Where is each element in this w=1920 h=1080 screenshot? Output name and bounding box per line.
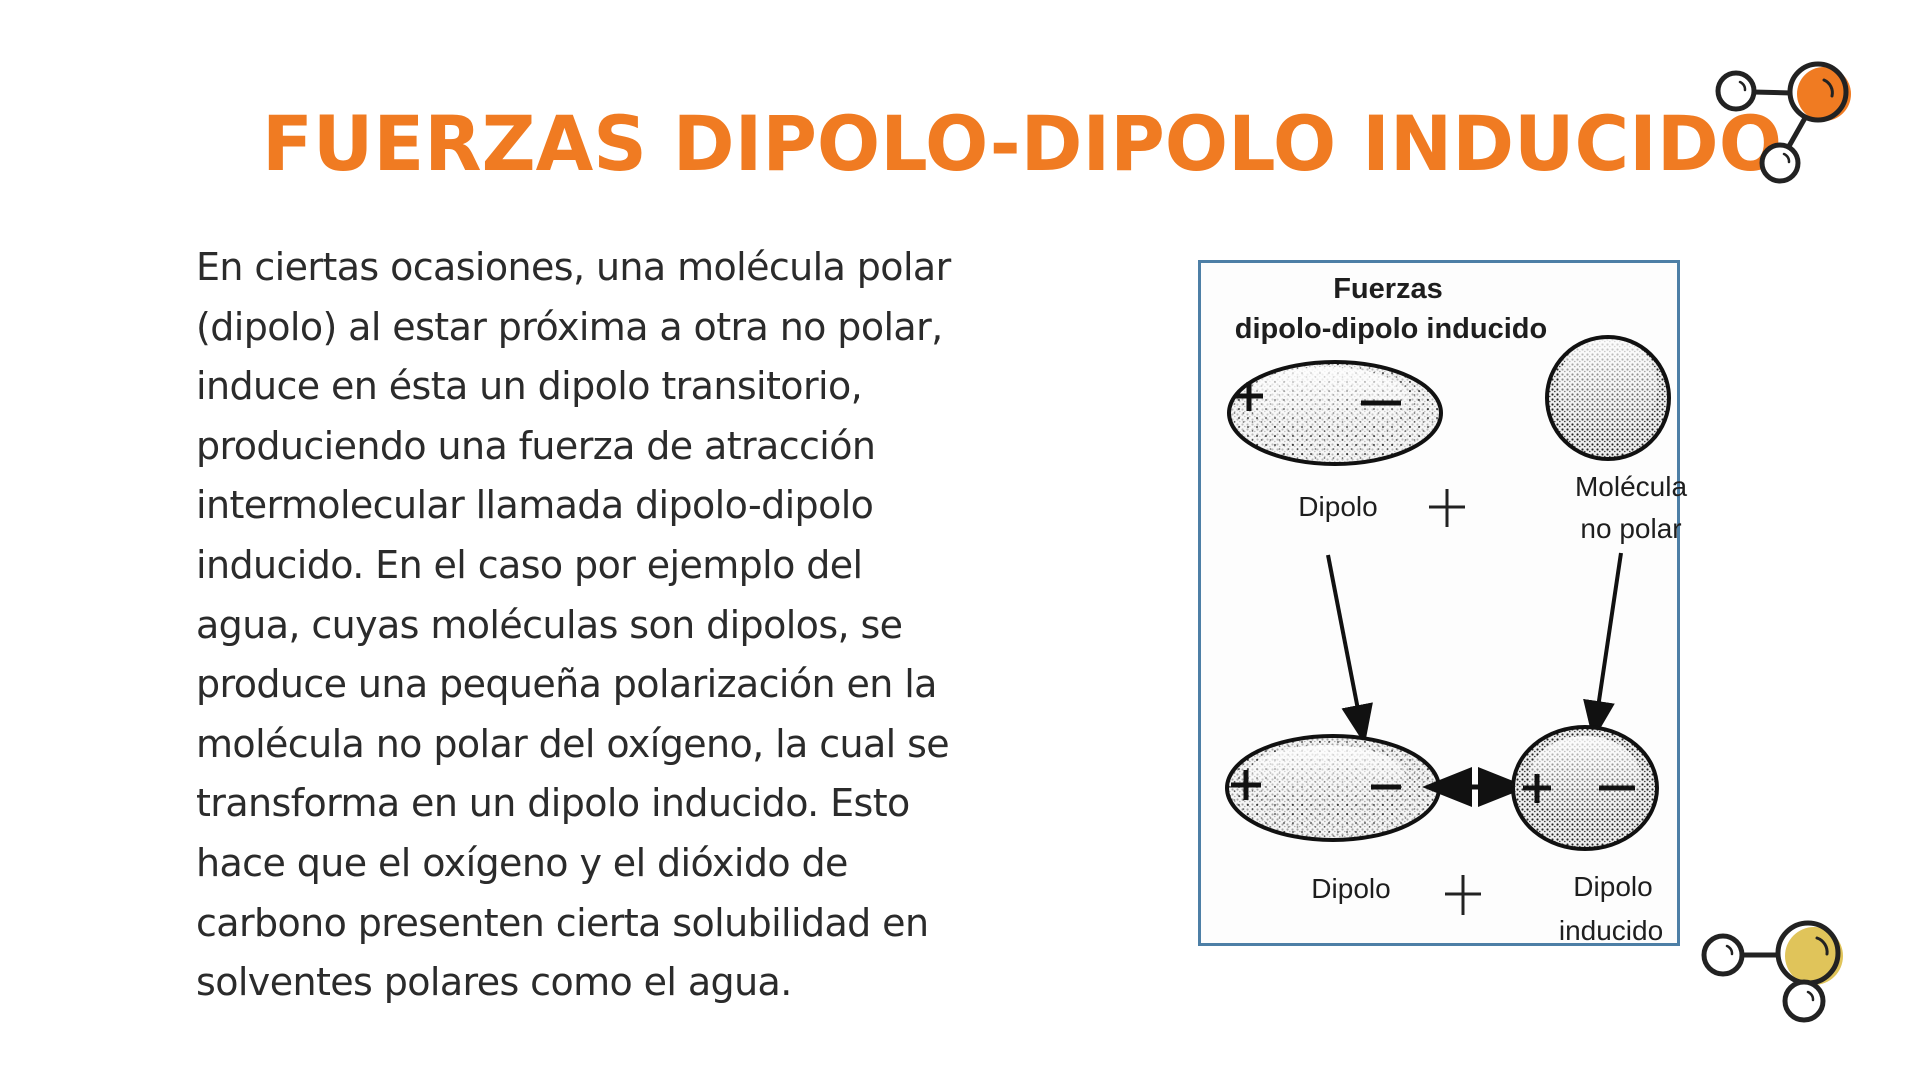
dipole-molecule-bottom (1225, 734, 1441, 842)
body-line: induce en ésta un dipolo transitorio, (196, 364, 863, 409)
diagram-figure: Fuerzas dipolo-dipolo inducido Dipolo Mo… (1198, 260, 1687, 946)
body-line: intermolecular llamada dipolo-dipolo (196, 483, 874, 528)
arrow-down-left (1326, 554, 1373, 745)
dipole-molecule-top (1227, 360, 1443, 466)
body-line: (dipolo) al estar próxima a otra no pola… (196, 304, 943, 349)
body-line: carbono presenten cierta solubilidad en (196, 900, 929, 945)
molecule-icon-yellow (1701, 920, 1843, 1023)
figure-title-line2: dipolo-dipolo inducido (1234, 313, 1548, 345)
label-no-polar: no polar (1580, 513, 1682, 544)
figure-title-line1: Fuerzas (1333, 273, 1443, 305)
label-molecula: Molécula (1574, 471, 1688, 502)
slide-title: FUERZAS DIPOLO-DIPOLO INDUCIDO (262, 99, 1783, 188)
molecule-icon-orange (1715, 61, 1851, 184)
label-dipolo-inducido-line1: Dipolo (1573, 871, 1653, 902)
nonpolar-molecule (1545, 335, 1671, 461)
body-line: hace que el oxígeno y el dióxido de (196, 840, 848, 885)
body-paragraph: En ciertas ocasiones, una molécula polar… (196, 238, 1096, 1013)
body-line: solventes polares como el agua. (196, 960, 792, 1005)
label-dipolo-bottom: Dipolo (1311, 873, 1391, 904)
diagram-drawing (1225, 335, 1671, 915)
body-line: En ciertas ocasiones, una molécula polar (196, 245, 951, 289)
body-line: inducido. En el caso por ejemplo del (196, 542, 863, 587)
body-line: transforma en un dipolo inducido. Esto (196, 781, 910, 826)
arrow-down-right (1583, 552, 1623, 741)
label-dipolo-inducido-line2: inducido (1558, 915, 1664, 946)
body-line: agua, cuyas moléculas son dipolos, se (196, 602, 903, 647)
body-line: produciendo una fuerza de atracción (196, 423, 876, 468)
plus-sign-bottom (1445, 875, 1481, 915)
body-line: produce una pequeña polarización en la (196, 662, 937, 707)
body-line: molécula no polar del oxígeno, la cual s… (196, 721, 950, 766)
plus-sign-top (1429, 489, 1465, 527)
label-dipolo-top: Dipolo (1298, 491, 1378, 522)
induced-dipole-molecule (1511, 725, 1659, 851)
